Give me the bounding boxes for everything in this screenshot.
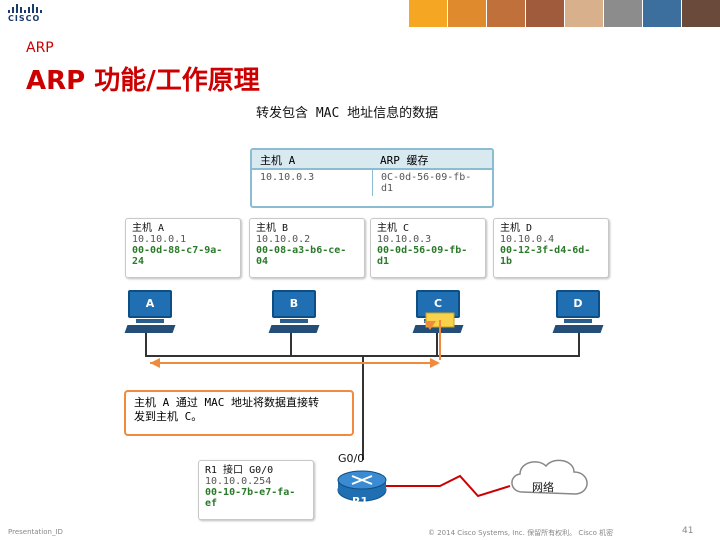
drop-b: [290, 333, 292, 356]
pc-d-label: D: [556, 290, 600, 318]
page-title: ARP 功能/工作原理: [26, 66, 260, 96]
serial-link-icon: [386, 474, 511, 498]
cisco-logo-bars-icon: [8, 4, 44, 13]
cloud-label: 网络: [532, 481, 554, 494]
banner-photos: [408, 0, 720, 27]
drop-a: [145, 333, 147, 356]
banner-photo-8: [681, 0, 720, 27]
cloud-icon: [511, 459, 588, 495]
arp-cache-mac-line1: 0C-0d-56-09-fb-: [381, 172, 472, 183]
host-b-mac: 00-08-a3-b6-ce-: [256, 245, 347, 256]
page-number: 41: [682, 526, 694, 536]
footer-copyright: © 2014 Cisco Systems, Inc. 保留所有权利。 Cisco…: [428, 529, 614, 537]
banner-photo-4: [525, 0, 564, 27]
host-d-info: 主机 D 10.10.0.4 00-12-3f-d4-6d- 1b: [493, 218, 609, 278]
explanation-box: 主机 A 通过 MAC 地址将数据直接转 发到主机 C。: [124, 390, 354, 436]
router-mac-tail: ef: [205, 498, 218, 509]
host-c-mac-tail: d1: [377, 256, 390, 267]
host-b-mac-tail: 04: [256, 256, 269, 267]
host-b-info: 主机 B 10.10.0.2 00-08-a3-b6-ce- 04: [249, 218, 365, 278]
arp-cache-table: 主机 A ARP 缓存 10.10.0.3 0C-0d-56-09-fb- d1: [250, 148, 494, 208]
host-c-mac: 00-0d-56-09-fb-: [377, 245, 468, 256]
host-d-mac: 00-12-3f-d4-6d-: [500, 245, 591, 256]
host-a-label: 主机 A: [132, 223, 165, 234]
pc-a-label: A: [128, 290, 172, 318]
top-banner: CISCO: [0, 0, 720, 27]
host-d-ip: 10.10.0.4: [500, 234, 555, 245]
host-a-mac-tail: 24: [132, 256, 145, 267]
arp-cache-host-label: 主机 A: [260, 154, 296, 167]
pc-b-label: B: [272, 290, 316, 318]
banner-photo-6: [603, 0, 642, 27]
host-a-ip: 10.10.0.1: [132, 234, 187, 245]
banner-photo-7: [642, 0, 681, 27]
arp-cache-title: ARP 缓存: [380, 154, 429, 167]
router-info: R1 接口 G0/0 10.10.0.254 00-10-7b-e7-fa- e…: [198, 460, 314, 520]
host-b-label: 主机 B: [256, 223, 289, 234]
host-d-label: 主机 D: [500, 223, 533, 234]
host-c-label: 主机 C: [377, 223, 410, 234]
banner-photo-5: [564, 0, 603, 27]
host-a-info: 主机 A 10.10.0.1 00-0d-88-c7-9a- 24: [125, 218, 241, 278]
router-interface-label: G0/0: [338, 452, 365, 465]
router-drop: [362, 355, 364, 460]
router-name: R1: [352, 495, 369, 508]
banner-photo-3: [486, 0, 525, 27]
cisco-logo: CISCO: [8, 4, 44, 24]
pc-a-icon: A: [124, 290, 176, 340]
footer-presentation-id: Presentation_ID: [8, 528, 63, 536]
banner-photo-2: [447, 0, 486, 27]
arp-cache-ip: 10.10.0.3: [252, 170, 373, 196]
drop-c: [436, 333, 438, 356]
arp-cache-mac-line2: d1: [381, 183, 394, 194]
explanation-line2: 发到主机 C。: [134, 410, 203, 423]
arrow-left-head-icon: [150, 358, 160, 368]
drop-d: [578, 333, 580, 356]
router-arrows-icon: [351, 475, 373, 485]
pc-d-icon: D: [552, 290, 604, 340]
arrow-down-icon: [424, 321, 436, 330]
explanation-line1: 主机 A 通过 MAC 地址将数据直接转: [134, 396, 319, 409]
host-d-mac-tail: 1b: [500, 256, 513, 267]
host-c-info: 主机 C 10.10.0.3 00-0d-56-09-fb- d1: [370, 218, 486, 278]
host-a-mac: 00-0d-88-c7-9a-: [132, 245, 223, 256]
host-b-ip: 10.10.0.2: [256, 234, 311, 245]
arrow-right-head-icon: [430, 358, 440, 368]
top-caption: 转发包含 MAC 地址信息的数据: [256, 106, 439, 121]
router-info-title: R1 接口 G0/0: [205, 465, 274, 476]
pc-b-icon: B: [268, 290, 320, 340]
section-label: ARP: [26, 40, 54, 56]
router-ip: 10.10.0.254: [205, 476, 272, 487]
cisco-logo-text: CISCO: [8, 14, 41, 23]
router-mac: 00-10-7b-e7-fa-: [205, 487, 296, 498]
banner-photo-1: [408, 0, 447, 27]
host-c-ip: 10.10.0.3: [377, 234, 432, 245]
